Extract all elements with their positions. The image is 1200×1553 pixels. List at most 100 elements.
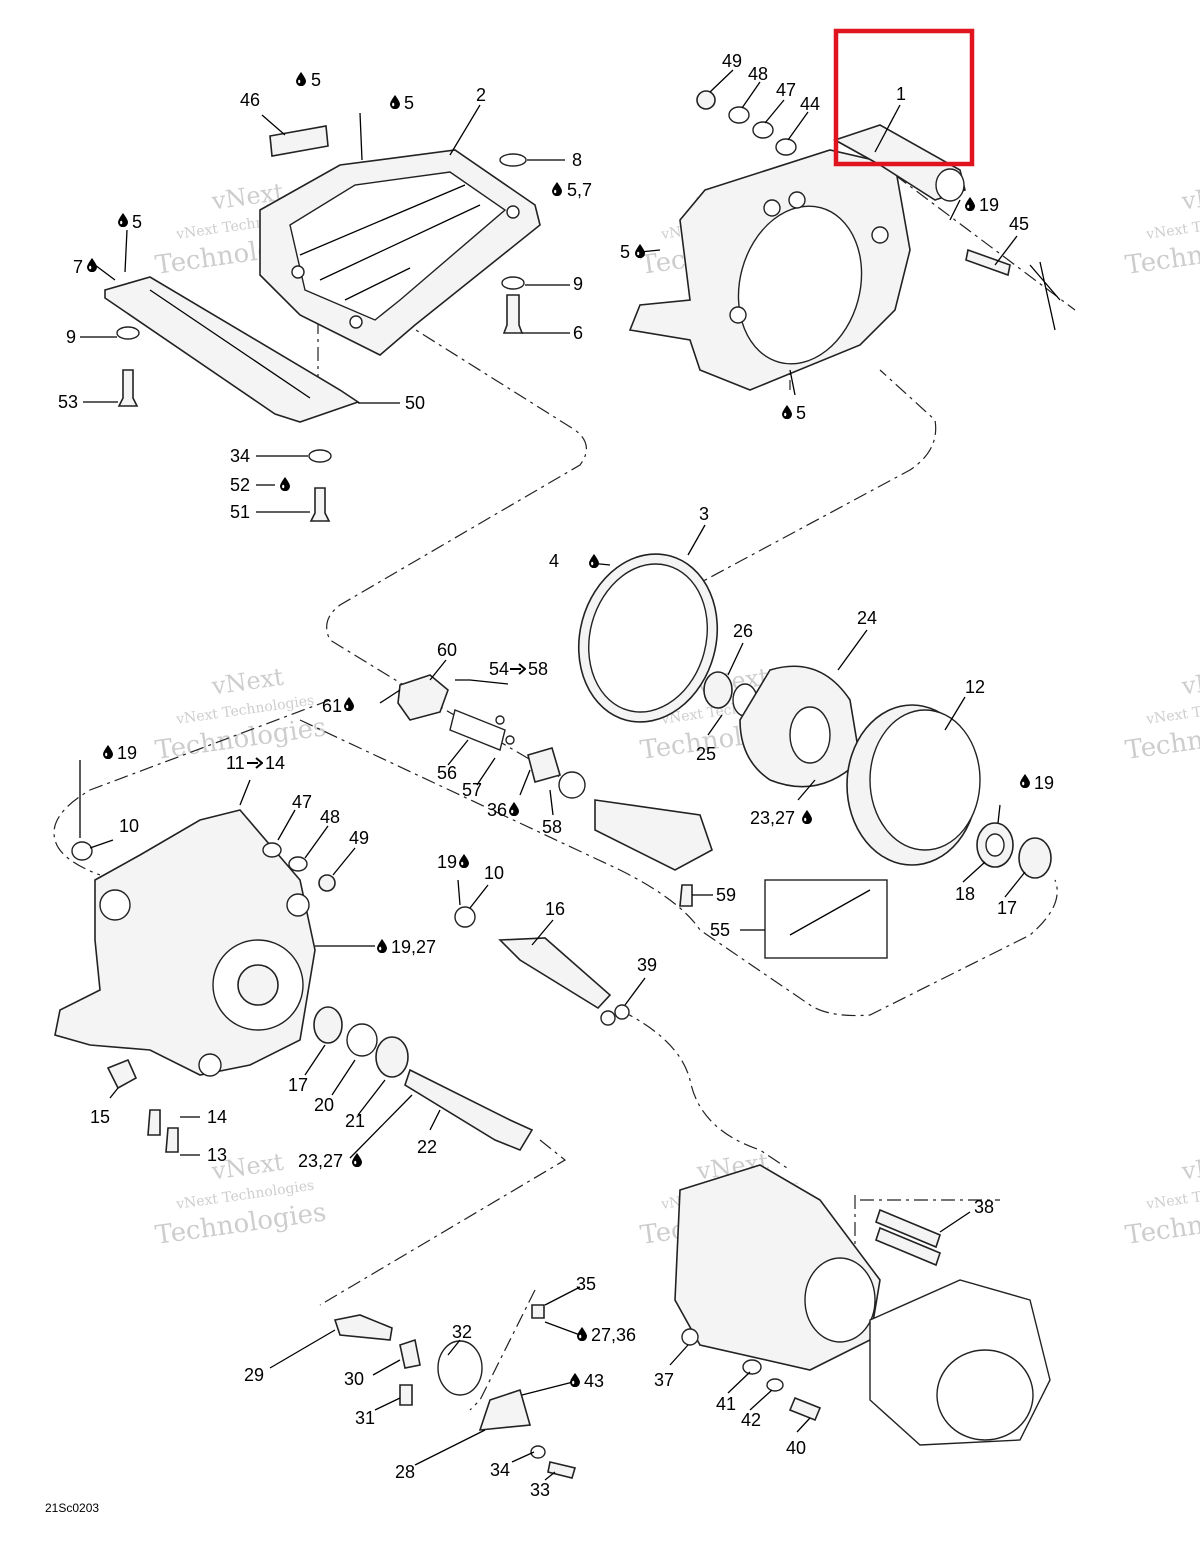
callout-5: 5 [132,212,142,232]
part-seal-inner [985,833,1005,857]
part-stud [965,248,1011,277]
part-driveshaft-sleeve [498,937,612,1010]
part-pin [875,1226,941,1267]
drop-icon [552,182,562,196]
callout-13: 13 [207,1145,227,1165]
part-clip [106,1058,138,1090]
callout-32: 32 [452,1322,472,1342]
callout-19: 19 [117,743,137,763]
callout-34: 34 [490,1460,510,1480]
part-pump-ring [846,704,981,866]
callout-12: 12 [965,677,985,697]
watermark: vNext vNext Technologies Technologies [1123,663,1200,766]
callout-27-36: 27,36 [591,1325,636,1345]
callout-33: 33 [530,1480,550,1500]
callout-14: 14 [207,1107,227,1127]
drop-icon [87,258,97,272]
part-screw [547,1461,577,1479]
callout-5: 5 [404,93,414,113]
part-washer [681,1328,699,1346]
callout-42: 42 [741,1410,761,1430]
callout-21: 21 [345,1111,365,1131]
callout-5-7: 5,7 [567,180,592,200]
diagram-ref: 21Sc0203 [45,1501,99,1515]
part-fitting [527,747,561,783]
part-oring [614,1004,630,1020]
callout-58: 58 [542,817,562,837]
drop-icon [782,405,792,419]
callout-1: 1 [896,84,906,104]
callout-9: 9 [573,274,583,294]
drop-icon [377,939,387,953]
drop-icon [1020,774,1030,788]
cable-stub [1029,261,1061,331]
svg-text:vNext: vNext [1179,1148,1200,1186]
callout-10: 10 [484,863,504,883]
part-oring [600,1010,616,1026]
part-sensor-bracket [594,799,713,871]
part-washer [116,326,140,340]
callout-2: 2 [476,85,486,105]
callout-47: 47 [776,80,796,100]
highlight-box [833,28,975,167]
svg-text:vNext: vNext [209,663,285,701]
callout-34: 34 [230,446,250,466]
part-needle-bearing [1018,837,1052,879]
callout-17: 17 [288,1075,308,1095]
part-washer [71,841,93,861]
callout-41: 41 [716,1394,736,1414]
callout-11-14: 14 [265,753,285,773]
callout-60: 60 [437,640,457,660]
callout-28: 28 [395,1462,415,1482]
callout-54-58: 58 [528,659,548,679]
callout-24: 24 [857,608,877,628]
part-washer [530,1445,546,1459]
svg-text:vNext: vNext [1179,663,1200,701]
callout-5: 5 [796,403,806,423]
callout-56: 56 [437,763,457,783]
part-seal [375,1036,409,1078]
assembly-line [894,174,1076,311]
callout-6: 6 [573,323,583,343]
assembly-line [619,1009,791,1171]
part-cap [558,771,586,799]
callout-47: 47 [292,792,312,812]
drop-icon [802,810,812,824]
callout-53: 53 [58,392,78,412]
part-impeller [739,665,861,788]
callout-50: 50 [405,393,425,413]
part-spring [399,1384,413,1406]
callout-55: 55 [710,920,730,940]
callout-46: 46 [240,90,260,110]
svg-text:vNext: vNext [1179,178,1200,216]
callout-19: 19 [1034,773,1054,793]
callout-labels: 1 2 3 5 5 5 5 5 5,7 8 9 6 7 9 53 46 50 3… [45,51,1054,1515]
callout-38: 38 [974,1197,994,1217]
part-screw [147,1109,161,1136]
part-pad [269,125,329,157]
part-intake-housing [628,124,966,391]
watermark: vNext vNext Technologies Technologies [153,663,328,766]
callout-48: 48 [748,64,768,84]
watermark: vNext vNext Technologies Technologies [1123,178,1200,281]
callout-11-14: 11 [226,753,245,773]
callout-35: 35 [576,1274,596,1294]
assembly-line [469,1289,536,1411]
callout-15: 15 [90,1107,110,1127]
callout-40: 40 [786,1438,806,1458]
part-cone [478,1388,532,1431]
drop-icon [344,697,354,711]
part-washer [308,449,332,463]
drop-icon [570,1373,580,1387]
callout-26: 26 [733,621,753,641]
drop-icon [509,802,519,816]
callout-57: 57 [462,780,482,800]
inset-rod [789,889,871,936]
part-setscrew [531,1304,545,1319]
callout-36: 36 [487,800,507,820]
assembly-line [319,1139,567,1306]
part-needle-bearing [313,1006,343,1044]
callout-22: 22 [417,1137,437,1157]
callout-7: 7 [73,257,83,277]
part-washer [766,1378,784,1392]
